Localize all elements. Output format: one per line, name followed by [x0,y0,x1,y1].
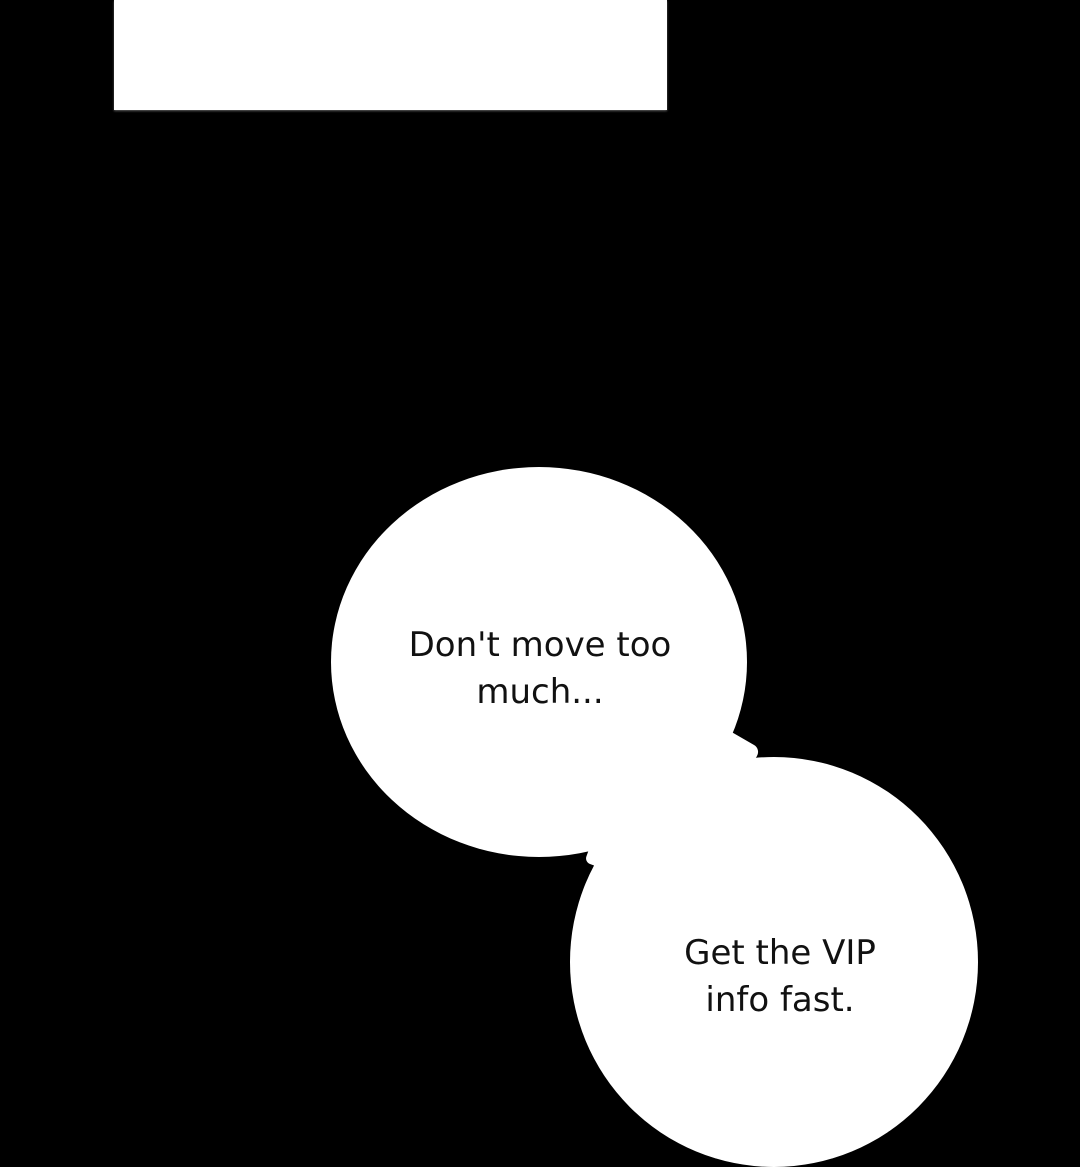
bubble-2-line-2: info fast. [705,980,855,1020]
bubble-1-line-1: Don't move too [408,625,672,665]
bubble-2-text: Get the VIP info fast. [630,930,930,1024]
bubble-1-line-2: much... [476,672,604,712]
white-panel [114,0,667,110]
bubble-1-text: Don't move too much... [360,622,720,716]
bubble-2-line-1: Get the VIP [684,933,876,973]
